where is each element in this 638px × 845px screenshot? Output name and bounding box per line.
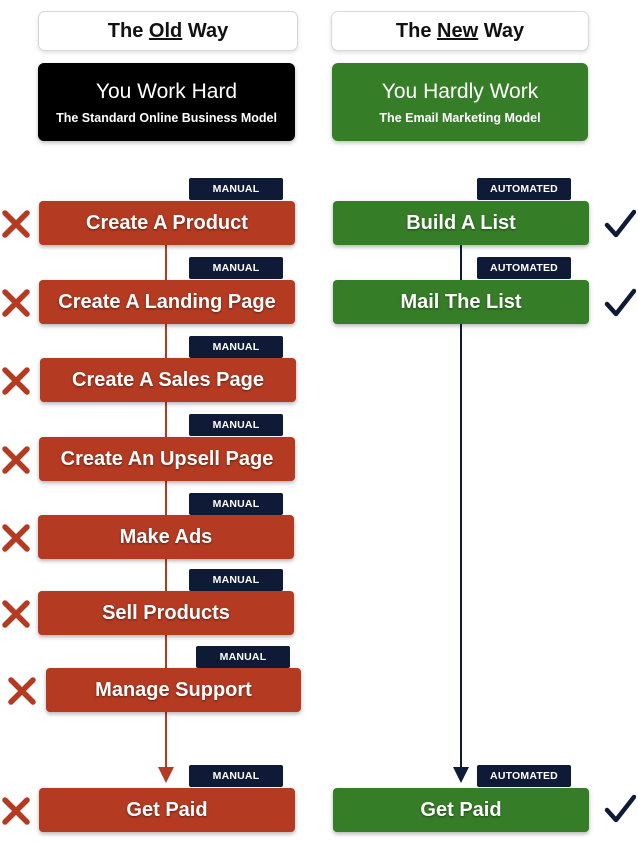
cross-icon <box>2 524 30 552</box>
cross-icon <box>8 677 36 705</box>
tag-manual: MANUAL <box>189 493 283 515</box>
old-header-main: You Work Hard <box>95 79 238 103</box>
check-icon <box>604 209 636 238</box>
old-way-title-key: Old <box>148 19 183 42</box>
new-step-mail-list: Mail The List <box>333 280 589 324</box>
old-way-title: The Old Way <box>38 11 298 51</box>
new-step-get-paid: Get Paid <box>333 788 589 832</box>
check-icon <box>604 794 636 823</box>
old-step-create-landing-page: Create A Landing Page <box>39 280 295 324</box>
old-header-sub: The Standard Online Business Model <box>56 110 277 125</box>
old-step-manage-support: Manage Support <box>46 668 301 712</box>
new-way-header: You Hardly Work The Email Marketing Mode… <box>332 63 588 141</box>
tag-manual: MANUAL <box>189 414 283 436</box>
new-way-title-key: New <box>437 19 479 42</box>
cross-icon <box>2 797 30 825</box>
new-step-build-list: Build A List <box>333 201 589 245</box>
old-way-header: You Work Hard The Standard Online Busine… <box>38 63 295 141</box>
cross-icon <box>2 289 30 317</box>
cross-icon <box>2 600 30 628</box>
tag-manual: MANUAL <box>189 336 283 358</box>
new-flow-line <box>460 245 462 773</box>
old-flow-line <box>165 245 167 773</box>
new-flow-arrowhead <box>453 767 469 783</box>
old-way-title-post: Way <box>182 19 229 42</box>
tag-manual: MANUAL <box>189 765 283 787</box>
tag-manual: MANUAL <box>189 178 283 200</box>
old-step-sell-products: Sell Products <box>38 591 294 635</box>
new-way-title: The New Way <box>331 11 589 51</box>
old-step-make-ads: Make Ads <box>38 515 294 559</box>
old-step-create-upsell-page: Create An Upsell Page <box>39 437 295 481</box>
new-header-main: You Hardly Work <box>381 79 539 103</box>
tag-automated: AUTOMATED <box>477 765 571 787</box>
new-way-title-pre: The <box>395 19 438 42</box>
check-icon <box>604 288 636 317</box>
tag-manual: MANUAL <box>189 257 283 279</box>
tag-manual: MANUAL <box>196 646 290 668</box>
old-step-get-paid: Get Paid <box>39 788 295 832</box>
tag-automated: AUTOMATED <box>477 178 571 200</box>
cross-icon <box>2 446 30 474</box>
tag-manual: MANUAL <box>189 569 283 591</box>
cross-icon <box>2 210 30 238</box>
old-way-title-pre: The <box>107 19 149 42</box>
old-step-create-product: Create A Product <box>39 201 295 245</box>
old-step-create-sales-page: Create A Sales Page <box>40 358 296 402</box>
cross-icon <box>2 367 30 395</box>
new-way-title-post: Way <box>478 19 525 42</box>
old-flow-arrowhead <box>158 767 174 783</box>
tag-automated: AUTOMATED <box>477 257 571 279</box>
new-header-sub: The Email Marketing Model <box>379 110 541 125</box>
